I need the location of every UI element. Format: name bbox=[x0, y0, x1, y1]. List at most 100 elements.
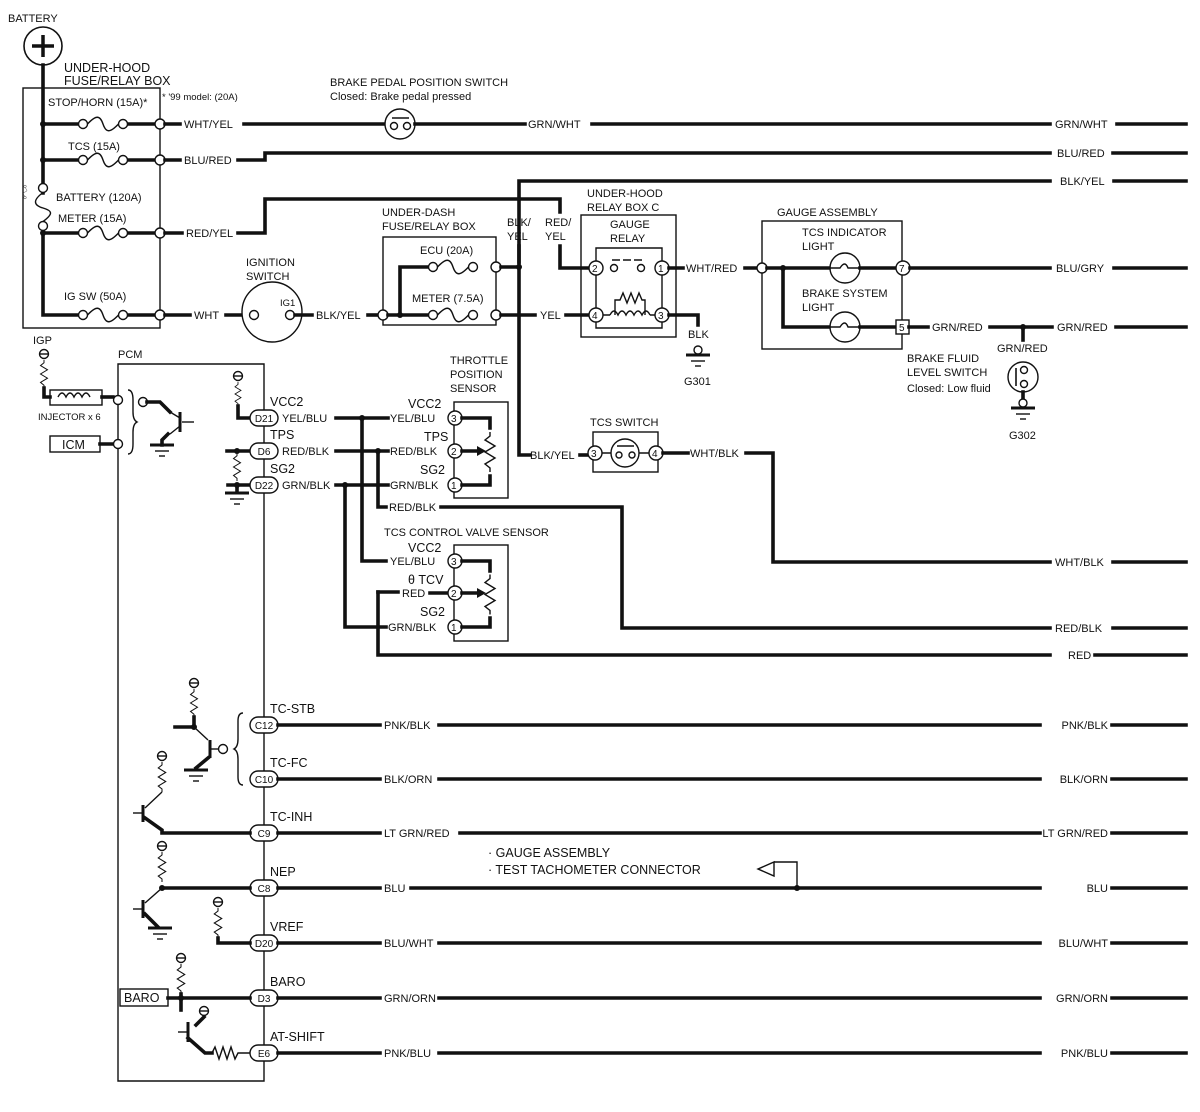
wire-label: RED/BLK bbox=[390, 446, 438, 458]
wire-label: GRN/WHT bbox=[528, 119, 581, 131]
pcm-pin-label: D21 bbox=[255, 414, 274, 425]
ignition-switch-title: IGNITION bbox=[246, 257, 295, 269]
wire-label: GRN/BLK bbox=[388, 622, 437, 634]
underhood-box-title: UNDER-HOOD bbox=[64, 61, 150, 75]
power-source-icon bbox=[156, 750, 168, 762]
wire-grn-wht: WHT/YEL BRAKE PEDAL POSITION SWITCH Clos… bbox=[163, 77, 1188, 140]
gauge-assembly-title: GAUGE ASSEMBLY bbox=[777, 207, 878, 219]
right-wire-label: RED bbox=[1068, 650, 1091, 662]
right-wire-label: BLK/ORN bbox=[1060, 774, 1108, 786]
sensor-wiring: RED/BLK RED/BLK RED bbox=[334, 415, 1188, 662]
tach-note-line1: · GAUGE ASSEMBLY bbox=[488, 846, 611, 860]
tp-pin: 2 bbox=[451, 447, 457, 458]
ground-icon bbox=[223, 491, 251, 506]
baro-box-label: BARO bbox=[124, 991, 160, 1005]
tp-signal-label: TPS bbox=[424, 430, 448, 444]
pcm-terminal-d3: D3 BARO bbox=[249, 975, 306, 1007]
pcm-pin-label: D3 bbox=[258, 994, 271, 1005]
wire-label: YEL bbox=[540, 310, 561, 322]
fuse-ig-sw-label: IG SW (50A) bbox=[64, 291, 126, 303]
tcs-switch-pin-3: 3 bbox=[591, 449, 597, 460]
ig1-label: IG1 bbox=[280, 298, 295, 309]
brake-pedal-switch-title: BRAKE PEDAL POSITION SWITCH bbox=[330, 77, 508, 89]
wire-label: BLU/RED bbox=[184, 155, 232, 167]
gauge-relay-title-2: RELAY bbox=[610, 233, 646, 245]
ignition-switch: WHT IGNITION SWITCH IG1 BLK/YEL bbox=[163, 257, 380, 343]
injector-label: INJECTOR x 6 bbox=[38, 412, 101, 423]
resistor-icon bbox=[157, 851, 167, 883]
potentiometer-icon bbox=[484, 573, 496, 616]
gauge-assembly: GAUGE ASSEMBLY TCS INDICATOR LIGHT BRAKE… bbox=[756, 207, 1188, 350]
tcs-switch: TCS SWITCH BLK/YEL 3 4 WHT/BLK WHT/BLK bbox=[530, 417, 1188, 569]
ground-icon bbox=[182, 768, 210, 783]
ground-g302: G302 bbox=[1009, 430, 1036, 442]
tcs-control-valve-sensor: TCS CONTROL VALVE SENSOR VCC2 θ TCV SG2 … bbox=[384, 527, 549, 642]
ground-icon bbox=[1009, 406, 1037, 421]
wire-label: LT GRN/RED bbox=[384, 828, 450, 840]
relay-box-c-title-2: RELAY BOX C bbox=[587, 202, 659, 214]
wire-label: BLU bbox=[384, 883, 405, 895]
resistor-icon bbox=[189, 688, 199, 718]
tcv-pin: 1 bbox=[451, 623, 457, 634]
pcm-signal-label: SG2 bbox=[270, 462, 295, 476]
resistor-icon bbox=[234, 381, 242, 407]
tp-signal-label: VCC2 bbox=[408, 397, 441, 411]
wire-label: RED/YEL bbox=[186, 228, 233, 240]
resistor-icon bbox=[232, 452, 242, 482]
right-wire-label: BLK/YEL bbox=[1060, 176, 1105, 188]
brake-pedal-switch-note: Closed: Brake pedal pressed bbox=[330, 91, 471, 103]
wire-label: BLU/WHT bbox=[384, 938, 434, 950]
wire-label: RED/BLK bbox=[389, 502, 437, 514]
right-wire-label: GRN/ORN bbox=[1056, 993, 1108, 1005]
power-source-icon bbox=[188, 677, 200, 689]
blk-yel-label-2: YEL bbox=[507, 231, 528, 243]
fuse-meter-7-5-label: METER (7.5A) bbox=[412, 293, 484, 305]
resistor-icon bbox=[213, 907, 223, 939]
pcm-label: PCM bbox=[118, 349, 142, 361]
wire-label: BLK/YEL bbox=[316, 310, 361, 322]
tp-signal-label: SG2 bbox=[420, 463, 445, 477]
power-source-icon bbox=[156, 840, 168, 852]
relay-pin-2: 2 bbox=[592, 264, 598, 275]
wire-blk-yel-top: BLK/YEL bbox=[517, 176, 1188, 264]
underhood-fuse-relay-box: UNDER-HOOD FUSE/RELAY BOX * '99 model: (… bbox=[23, 61, 238, 329]
ignition-switch-icon bbox=[241, 281, 303, 343]
power-source-icon bbox=[175, 952, 187, 964]
wire-label: GRN/RED bbox=[997, 343, 1048, 355]
underhood-box-title-2: FUSE/RELAY BOX bbox=[64, 74, 171, 88]
wire-label: BLK bbox=[688, 329, 709, 341]
tcv-pin: 2 bbox=[451, 589, 457, 600]
fuse-meter-label: METER (15A) bbox=[58, 213, 126, 225]
potentiometer-icon bbox=[484, 431, 496, 473]
fluid-switch-title-2: LEVEL SWITCH bbox=[907, 367, 987, 379]
tcv-sensor-title: TCS CONTROL VALVE SENSOR bbox=[384, 527, 549, 539]
underdash-fuse-relay-box: UNDER-DASH FUSE/RELAY BOX ECU (20A) METE… bbox=[377, 207, 590, 457]
relay-box-c-title: UNDER-HOOD bbox=[587, 188, 663, 200]
brake-system-label-2: LIGHT bbox=[802, 302, 835, 314]
relay-pin-3: 3 bbox=[658, 311, 664, 322]
pcm-signal-label: BARO bbox=[270, 975, 306, 989]
pcm-pin-label: C10 bbox=[255, 775, 274, 786]
underdash-box-title-2: FUSE/RELAY BOX bbox=[382, 221, 476, 233]
right-wire-label: WHT/BLK bbox=[1055, 557, 1105, 569]
tp-sensor-title-2: POSITION bbox=[450, 369, 503, 381]
right-wire-label: RED/BLK bbox=[1055, 623, 1103, 635]
underdash-box-title: UNDER-DASH bbox=[382, 207, 455, 219]
icm-label: ICM bbox=[62, 438, 85, 452]
pcm-signal-label: TC-STB bbox=[270, 702, 315, 716]
relay-pin-4: 4 bbox=[592, 311, 598, 322]
wire-label: PNK/BLU bbox=[384, 1048, 431, 1060]
ground-icon bbox=[146, 926, 174, 941]
tp-pin: 3 bbox=[451, 414, 457, 425]
brake-system-label: BRAKE SYSTEM bbox=[802, 288, 888, 300]
power-source-icon bbox=[38, 348, 50, 360]
pcm-pin-label: D22 bbox=[255, 481, 274, 492]
pcm-signal-label: VCC2 bbox=[270, 395, 303, 409]
tcs-switch-title: TCS SWITCH bbox=[590, 417, 658, 429]
gauge-pin-5: 5 bbox=[899, 323, 905, 334]
